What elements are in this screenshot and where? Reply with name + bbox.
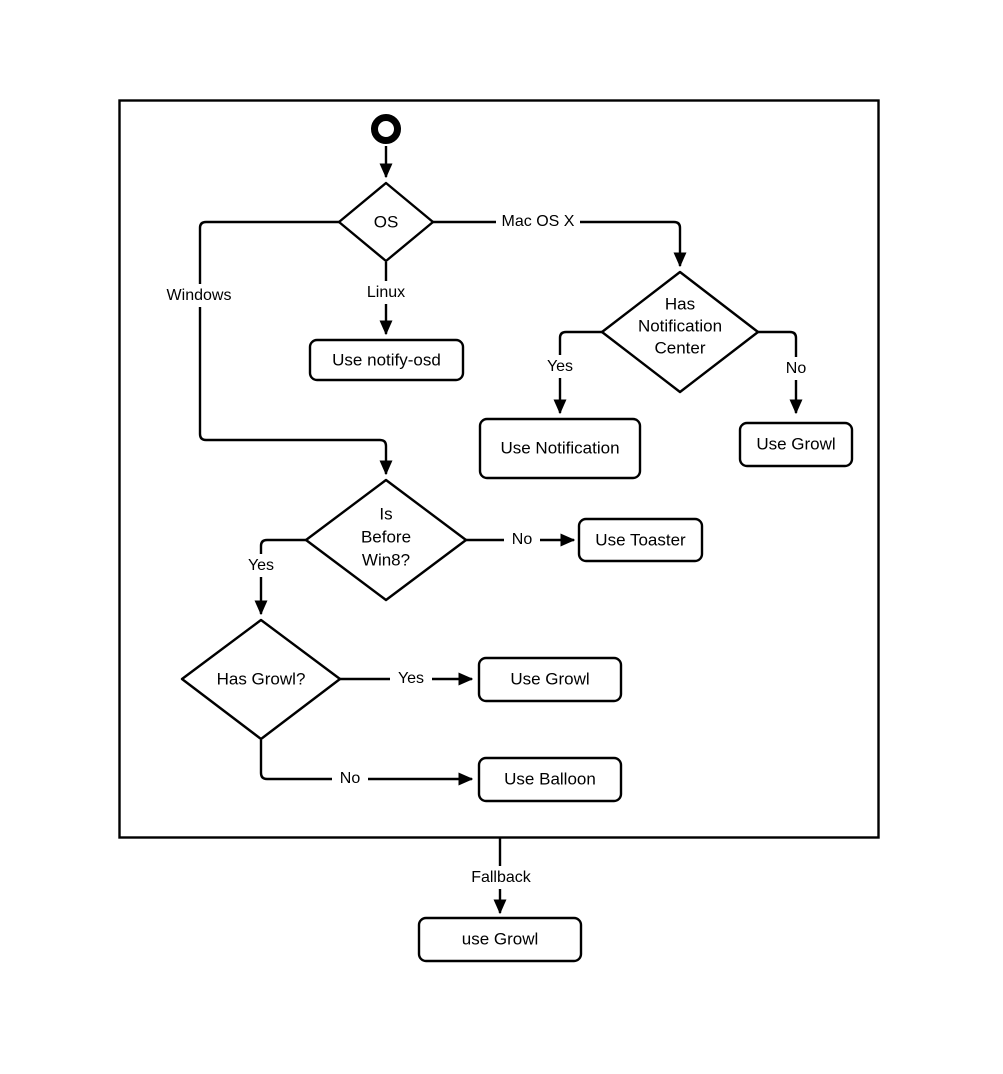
use-notify-osd-box [308,338,465,382]
edge-win8-yes [254,538,306,616]
os-label: OS [374,212,399,231]
node-use-growl-win[interactable]: Use Growl [477,656,623,703]
edge-label-nc-no-text: No [786,360,807,377]
edge-label-growl-yes: Yes [390,668,432,691]
node-use-growl-mac[interactable]: Use Growl [738,421,854,468]
is-before-win8-diamond-shape [304,478,468,602]
edge-label-fallback-text: Fallback [471,869,532,886]
node-use-balloon[interactable]: Use Balloon [477,756,623,803]
edge-label-win8-no: No [504,528,540,551]
node-start[interactable] [371,114,401,144]
edge-nc-yes [553,330,602,415]
edge-nc-no [758,330,803,415]
node-has-growl[interactable]: Has Growl? [180,618,342,741]
use-notification-box [478,417,642,480]
has-nc-label-line2: Notification [638,316,722,335]
edge-growl-no [259,740,474,786]
has-growl-diamond-shape [180,618,342,741]
edge-label-growl-yes-text: Yes [398,670,424,687]
os-diamond-shape [337,181,435,263]
edge-os-mac [433,220,687,268]
use-growl-win-label: Use Growl [510,669,589,688]
use-balloon-box [477,756,623,803]
fallback-use-growl-box [417,916,583,963]
edge-label-nc-no: No [778,357,814,380]
node-is-before-win8[interactable]: Is Before Win8? [304,478,468,602]
outer-frame [118,99,880,839]
fallback-use-growl-label: use Growl [462,929,539,948]
use-balloon-label: Use Balloon [504,769,596,788]
edge-label-growl-no: No [332,768,368,791]
edge-label-windows: Windows [160,284,238,307]
edge-label-growl-no-text: No [340,770,361,787]
edge-label-mac-os-x: Mac OS X [496,211,580,234]
edge-label-mac-os-x-text: Mac OS X [502,213,575,230]
edge-label-windows-text: Windows [167,287,232,304]
use-notification-label: Use Notification [500,438,619,457]
is-before-win8-label-line3: Win8? [362,550,410,569]
edge-label-win8-yes: Yes [240,554,282,577]
is-before-win8-label-line1: Is [379,504,392,523]
node-use-notify-osd[interactable]: Use notify-osd [308,338,465,382]
has-growl-label: Has Growl? [217,669,306,688]
node-fallback-use-growl[interactable]: use Growl [417,916,583,963]
edge-label-linux: Linux [360,281,412,304]
use-toaster-label: Use Toaster [595,530,686,549]
node-use-toaster[interactable]: Use Toaster [577,517,704,563]
has-nc-label-line1: Has [665,294,695,313]
edge-label-win8-yes-text: Yes [248,557,274,574]
node-use-notification[interactable]: Use Notification [478,417,642,480]
edge-label-nc-yes-text: Yes [547,358,573,375]
edge-label-linux-text: Linux [367,284,405,301]
edge-label-nc-yes: Yes [539,355,581,378]
use-growl-mac-label: Use Growl [756,434,835,453]
is-before-win8-label-line2: Before [361,527,411,546]
start-circle-icon [371,114,401,144]
use-growl-mac-box [738,421,854,468]
use-notify-osd-label: Use notify-osd [332,350,441,369]
edge-label-fallback: Fallback [462,866,540,889]
has-nc-diamond-shape [600,270,760,394]
has-nc-label-line3: Center [654,338,705,357]
edge-label-win8-no-text: No [512,531,533,548]
use-growl-win-box [477,656,623,703]
node-os[interactable]: OS [337,181,435,263]
node-has-notification-center[interactable]: Has Notification Center [600,270,760,394]
edge-os-windows [198,220,393,476]
use-toaster-box [577,517,704,563]
